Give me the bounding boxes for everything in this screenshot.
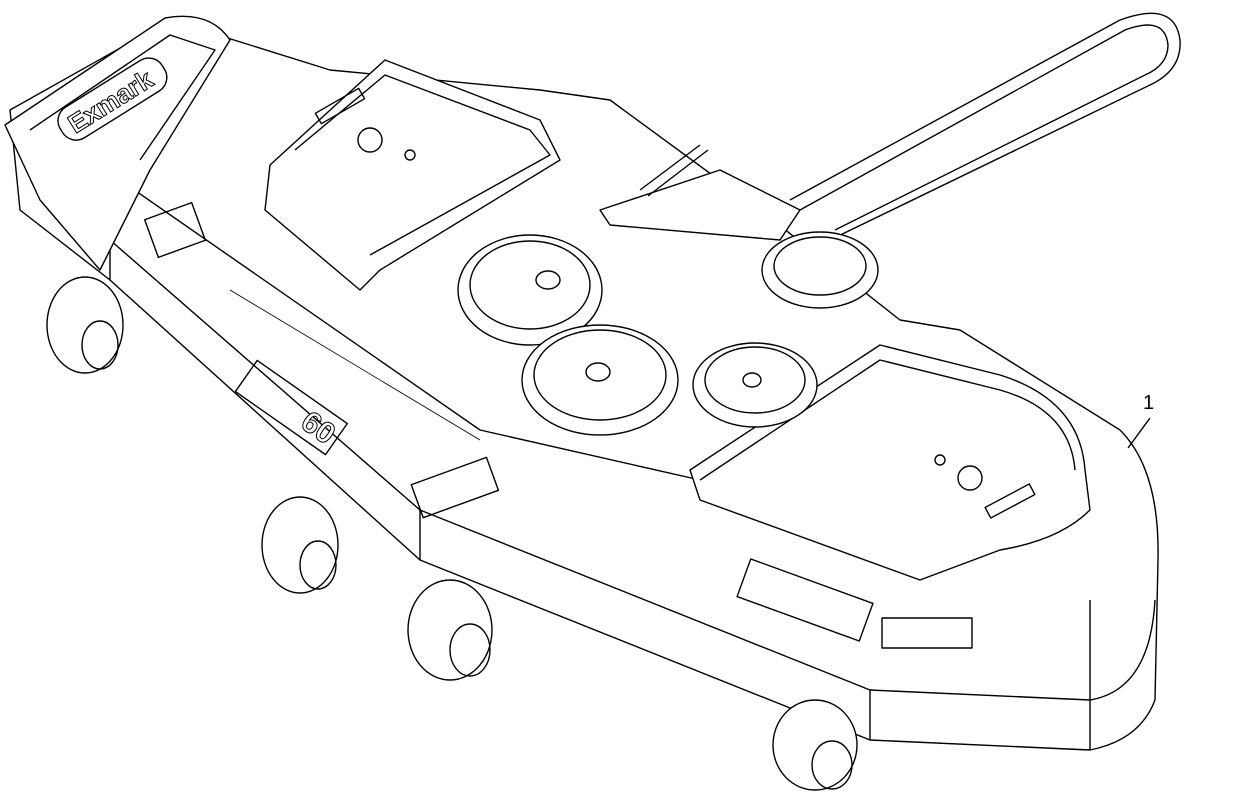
drawing-line <box>811 740 853 790</box>
drawing-line <box>704 346 806 414</box>
info-decal <box>410 456 500 519</box>
drawing-line <box>449 623 491 677</box>
right-belt-cover <box>689 344 1091 581</box>
drawing-line <box>119 179 701 481</box>
drawing-line <box>692 342 818 428</box>
drawing-line <box>314 87 366 125</box>
cover-knob-icon <box>957 465 983 491</box>
warning-decal <box>881 617 973 649</box>
wheel <box>772 699 858 791</box>
center-spindle-pulley <box>521 324 679 436</box>
drawing-line <box>57 57 168 141</box>
callout-leader-line <box>1127 417 1151 449</box>
drawing-line <box>699 359 1076 481</box>
drawing-line <box>521 324 679 436</box>
drawing-line <box>261 496 339 594</box>
drawing-line <box>761 231 879 309</box>
drawing-line <box>46 276 124 374</box>
right-spindle-pulley <box>761 231 879 309</box>
tension-spring <box>639 144 709 197</box>
drawing-line <box>264 59 561 291</box>
pulleys <box>457 144 879 436</box>
wheel <box>46 276 124 374</box>
drawing-line <box>689 344 1091 581</box>
cover-knob-icon <box>357 127 383 153</box>
drawing-line <box>742 372 762 388</box>
drawing-line <box>799 24 1169 231</box>
drawing-line <box>234 359 349 456</box>
wheel <box>407 579 493 681</box>
warning-decal <box>143 201 207 259</box>
idler-arm <box>599 169 801 241</box>
drawing-line <box>789 12 1181 241</box>
idler-pulley <box>692 342 818 428</box>
drawing-line <box>299 540 337 590</box>
drive-belt <box>789 12 1181 241</box>
drawing-line <box>533 329 667 421</box>
drawing-line <box>229 289 481 441</box>
callout-1: 1 <box>1143 392 1155 414</box>
drawing-line <box>404 149 416 161</box>
drawing-line <box>535 270 561 290</box>
left-belt-cover: Exmark <box>4 15 231 271</box>
drawing-line <box>585 362 611 382</box>
drawing-line <box>773 236 867 296</box>
drawing-line <box>29 34 216 161</box>
drawing-line <box>934 454 946 466</box>
drawing-line <box>294 74 551 256</box>
belt-routing-decal <box>736 558 874 642</box>
drawing-line <box>984 483 1036 519</box>
center-belt-cover <box>264 59 561 291</box>
drawing-line <box>4 15 231 271</box>
drawing-line <box>469 240 591 330</box>
anti-scalp-wheels <box>46 276 858 791</box>
drawing-line <box>457 234 603 346</box>
drawing-line <box>81 320 119 370</box>
wheel <box>261 496 339 594</box>
drawing-line <box>407 579 493 681</box>
drawing-line <box>772 699 858 791</box>
left-spindle-pulley <box>457 234 603 346</box>
